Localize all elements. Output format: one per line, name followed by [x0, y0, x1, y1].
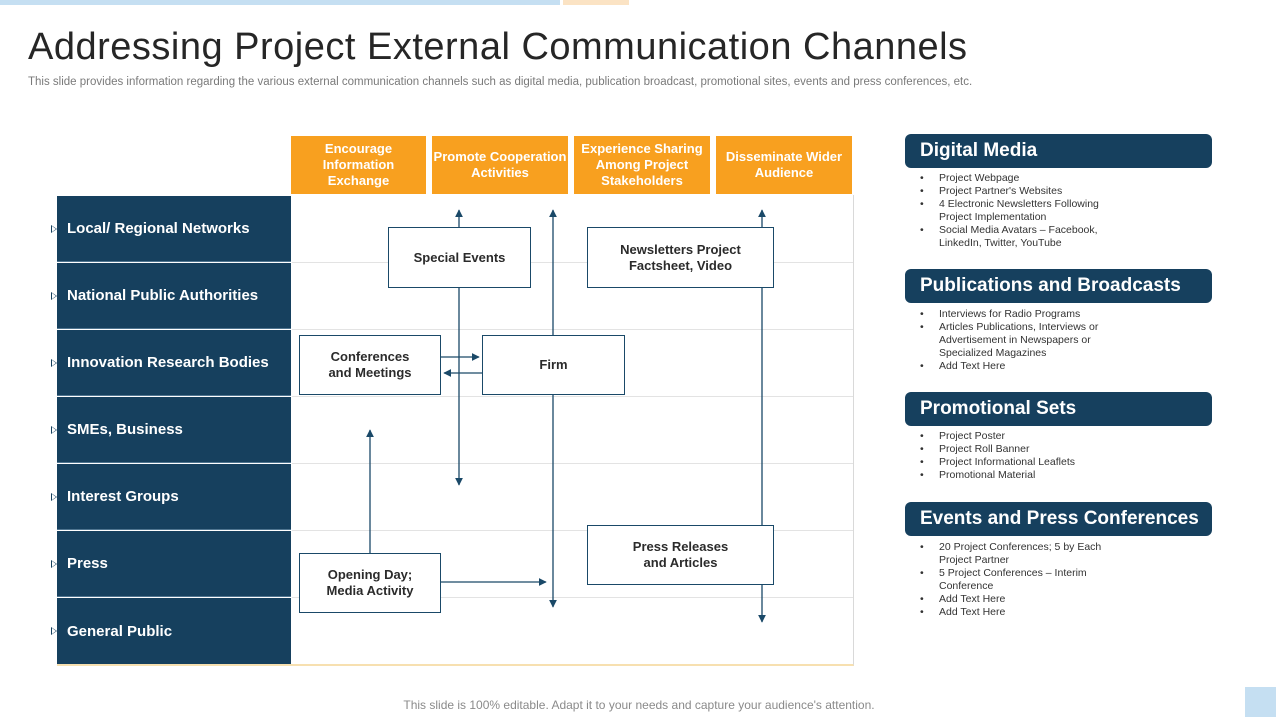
row-label-local-networks: Local/ Regional Networks [51, 196, 291, 262]
grid-line [292, 530, 853, 531]
row-label-national-authorities: National Public Authorities [51, 263, 291, 329]
row-label-text: General Public [67, 622, 173, 640]
page-subtitle: This slide provides information regardin… [28, 76, 973, 88]
grid-line [292, 597, 853, 598]
grid-line [292, 396, 853, 397]
list-item: Social Media Avatars – Facebook, LinkedI… [920, 224, 1120, 250]
grid-line [292, 262, 853, 263]
box-conferences: Conferences and Meetings [299, 335, 441, 395]
column-header-encourage: Encourage Information Exchange [291, 136, 426, 194]
list-item: 20 Project Conferences; 5 by Each Projec… [920, 541, 1120, 567]
panel-list-events-press: 20 Project Conferences; 5 by Each Projec… [920, 541, 1120, 619]
box-press-releases: Press Releases and Articles [587, 525, 774, 585]
triangle-bullet-inner-icon [52, 493, 56, 500]
column-header-promote: Promote Cooperation Activities [432, 136, 568, 194]
panel-heading-publications: Publications and Broadcasts [905, 269, 1212, 303]
list-item: Articles Publications, Interviews or Adv… [920, 321, 1120, 360]
row-label-general-public: General Public [51, 598, 291, 664]
list-item: Project Partner's Websites [920, 185, 1120, 198]
panel-list-promotional-sets: Project Poster Project Roll Banner Proje… [920, 430, 1120, 482]
row-label-text: Interest Groups [67, 488, 179, 505]
panel-heading-events-press: Events and Press Conferences [905, 502, 1212, 536]
panel-list-publications: Interviews for Radio Programs Articles P… [920, 308, 1120, 373]
list-item: Project Poster [920, 430, 1120, 443]
footer-note: This slide is 100% editable. Adapt it to… [403, 698, 875, 712]
matrix-frame [57, 195, 854, 666]
row-label-interest-groups: Interest Groups [51, 464, 291, 530]
page-title: Addressing Project External Communicatio… [28, 26, 968, 68]
box-opening-day: Opening Day; Media Activity [299, 553, 441, 613]
corner-accent [1245, 687, 1276, 717]
list-item: Project Roll Banner [920, 443, 1120, 456]
row-label-text: Local/ Regional Networks [67, 220, 250, 237]
column-header-disseminate: Disseminate Wider Audience [716, 136, 852, 194]
grid-line [292, 329, 853, 330]
row-label-text: Press [67, 555, 108, 572]
row-label-text: SMEs, Business [67, 421, 183, 438]
list-item: Project Webpage [920, 172, 1120, 185]
triangle-bullet-inner-icon [52, 359, 56, 366]
list-item: Interviews for Radio Programs [920, 308, 1120, 321]
column-header-experience: Experience Sharing Among Project Stakeho… [574, 136, 710, 194]
panel-heading-digital-media: Digital Media [905, 134, 1212, 168]
top-accent-bar-secondary [563, 0, 629, 5]
row-label-smes-business: SMEs, Business [51, 397, 291, 463]
top-accent-bar [0, 0, 560, 5]
triangle-bullet-inner-icon [52, 225, 56, 232]
panel-heading-promotional-sets: Promotional Sets [905, 392, 1212, 426]
row-label-text: Innovation Research Bodies [67, 354, 269, 371]
list-item: Add Text Here [920, 360, 1120, 373]
list-item: Add Text Here [920, 606, 1120, 619]
row-label-press: Press [51, 531, 291, 597]
triangle-bullet-inner-icon [52, 560, 56, 567]
box-firm: Firm [482, 335, 625, 395]
row-label-text: National Public Authorities [67, 287, 259, 304]
box-newsletters: Newsletters Project Factsheet, Video [587, 227, 774, 288]
triangle-bullet-inner-icon [52, 628, 56, 634]
list-item: 5 Project Conferences – Interim Conferen… [920, 567, 1120, 593]
grid-line [292, 463, 853, 464]
list-item: Project Informational Leaflets [920, 456, 1120, 469]
triangle-bullet-inner-icon [52, 426, 56, 433]
list-item: Add Text Here [920, 593, 1120, 606]
list-item: 4 Electronic Newsletters Following Proje… [920, 198, 1120, 224]
list-item: Promotional Material [920, 469, 1120, 482]
box-special-events: Special Events [388, 227, 531, 288]
row-label-innovation-bodies: Innovation Research Bodies [51, 330, 291, 396]
triangle-bullet-inner-icon [52, 292, 56, 299]
panel-list-digital-media: Project Webpage Project Partner's Websit… [920, 172, 1120, 250]
